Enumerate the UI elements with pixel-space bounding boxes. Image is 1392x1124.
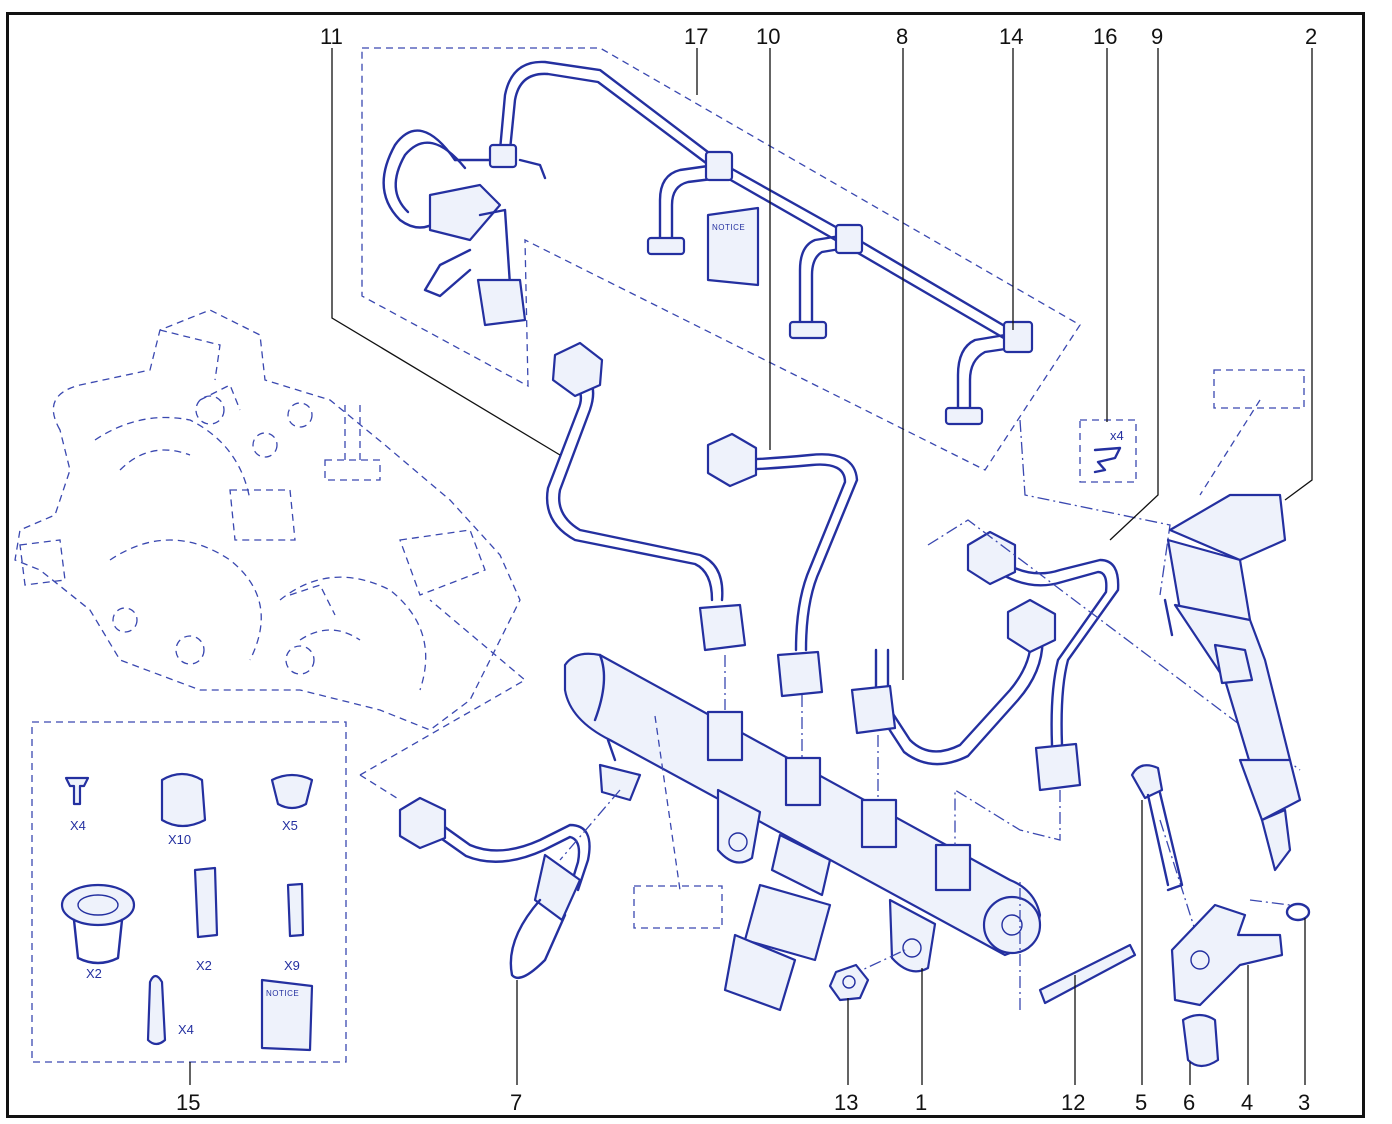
callout-5: 5 — [1135, 1090, 1147, 1115]
clip-box — [1079, 419, 1137, 483]
kit-rivet-part — [64, 776, 90, 806]
leader-lines — [189, 48, 1313, 1085]
callout-4: 4 — [1241, 1090, 1253, 1115]
sealing-washer — [1285, 902, 1311, 922]
kit-grommet-part — [60, 883, 136, 927]
callout-15: 15 — [176, 1090, 200, 1115]
return-clip — [1093, 446, 1122, 474]
kit-bullet-part — [146, 974, 167, 1046]
return-line-kit-group — [361, 47, 1081, 471]
return-line-hose — [382, 60, 1034, 426]
callout-13: 13 — [834, 1090, 858, 1115]
kit-sleeve-long-part — [193, 866, 219, 939]
injector-sleeve — [1181, 1013, 1220, 1068]
high-pressure-pipe-10 — [706, 432, 859, 698]
callout-17: 17 — [684, 24, 708, 49]
fuel-pump — [14, 309, 521, 731]
seal-kit-box: NOTICE — [31, 721, 347, 1063]
rail-pressure-sensor — [723, 833, 832, 1012]
notice-booklet-kit — [260, 978, 314, 1052]
kit-cap-large-qty: X10 — [168, 832, 191, 847]
callout-12: 12 — [1061, 1090, 1085, 1115]
callout-3: 3 — [1298, 1090, 1310, 1115]
kit-grommet-qty: X2 — [86, 966, 102, 981]
flange-nut — [828, 963, 870, 1002]
notice-label-return: NOTICE — [712, 223, 745, 232]
kit-sleeve-long-qty: X2 — [196, 958, 212, 973]
kit-cap-large-part — [160, 772, 207, 828]
blank-label-box-rail — [633, 885, 723, 929]
high-pressure-pipe-8 — [850, 598, 1057, 766]
callout-7: 7 — [510, 1090, 522, 1115]
callout-1: 1 — [915, 1090, 927, 1115]
mounting-stud — [1038, 943, 1137, 1005]
kit-sleeve-short-part — [286, 882, 305, 938]
notice-label-kit: NOTICE — [266, 989, 299, 998]
clamp-bolt — [1130, 764, 1184, 892]
notice-booklet-return-kit: NOTICE — [706, 206, 760, 287]
callout-16: 16 — [1093, 24, 1117, 49]
callout-6: 6 — [1183, 1090, 1195, 1115]
callout-8: 8 — [896, 24, 908, 49]
kit-plug-qty: X5 — [282, 818, 298, 833]
callout-14: 14 — [999, 24, 1023, 49]
kit-plug-part — [270, 773, 314, 810]
callout-10: 10 — [756, 24, 780, 49]
fuel-rail — [563, 652, 1042, 973]
kit-sleeve-short-qty: X9 — [284, 958, 300, 973]
kit-rivet-qty: X4 — [70, 818, 86, 833]
high-pressure-pipe-11 — [545, 341, 747, 652]
blank-label-box-injector — [1213, 369, 1305, 409]
callout-2: 2 — [1305, 24, 1317, 49]
injector-clamp — [1170, 903, 1284, 1007]
callout-9: 9 — [1151, 24, 1163, 49]
fuel-injector — [1163, 493, 1302, 872]
diagram-frame — [6, 12, 1365, 1118]
high-pressure-pipe-7 — [398, 796, 591, 980]
high-pressure-pipe-9 — [966, 530, 1120, 792]
clip-quantity: x4 — [1110, 428, 1124, 443]
callout-11: 11 — [320, 24, 343, 49]
kit-bullet-qty: X4 — [178, 1022, 194, 1037]
